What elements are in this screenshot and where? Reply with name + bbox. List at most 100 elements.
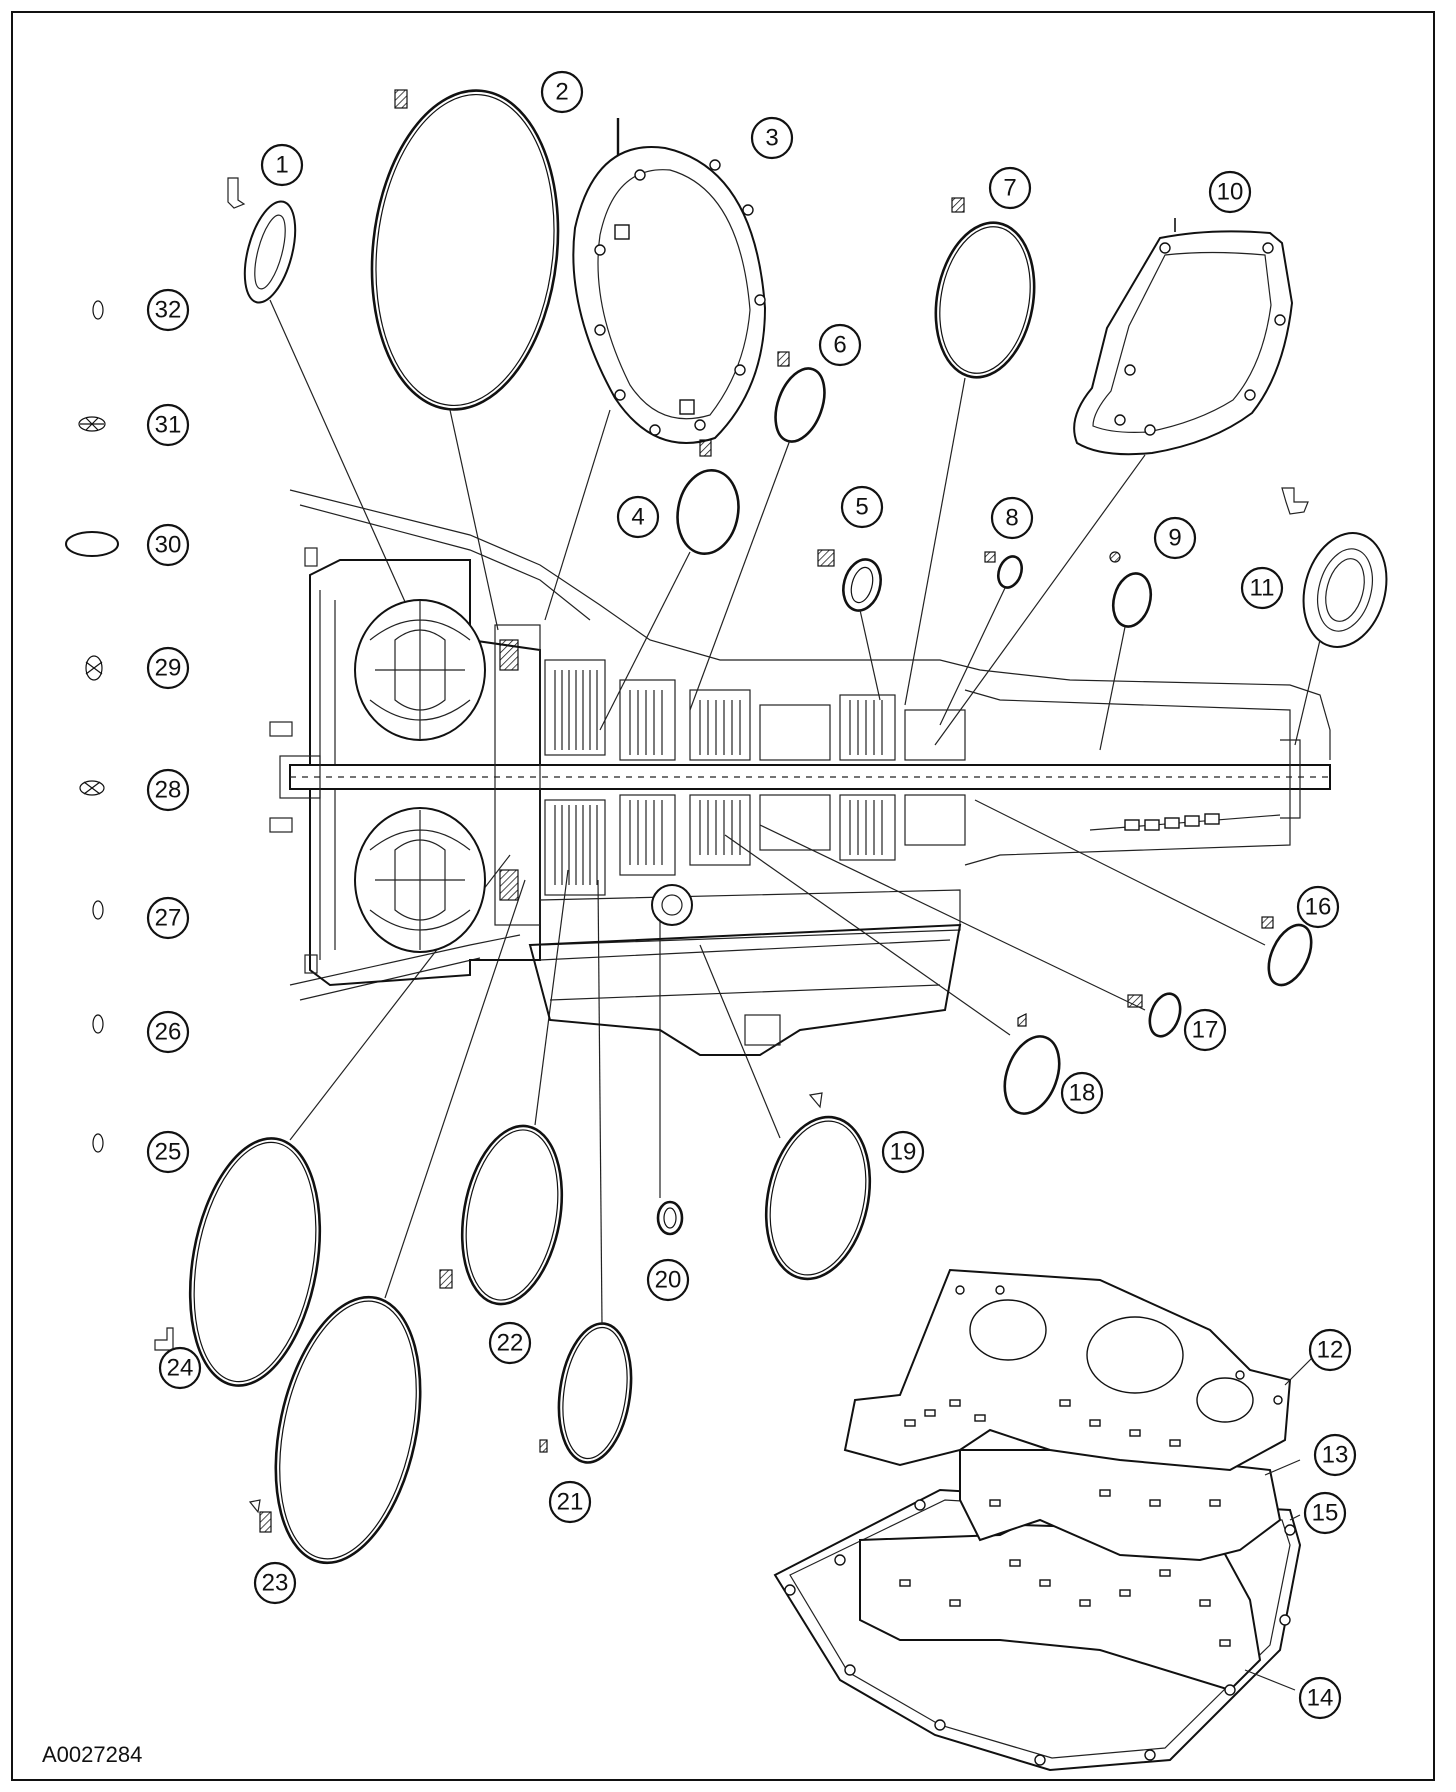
svg-text:2: 2: [555, 79, 568, 106]
callout-5: 5: [840, 485, 884, 529]
callout-20: 20: [646, 1258, 690, 1302]
svg-text:14: 14: [1307, 1685, 1334, 1712]
transmission-cross-section: [269, 489, 1331, 1056]
svg-text:32: 32: [155, 297, 182, 324]
callout-24: 24: [158, 1346, 202, 1390]
svg-text:4: 4: [631, 504, 644, 531]
callout-31: 31: [146, 403, 190, 447]
valve-body-gaskets: [773, 1268, 1316, 1772]
part-extension-housing-gasket: [934, 218, 1294, 746]
callout-11: 11: [1240, 566, 1284, 610]
svg-text:29: 29: [155, 655, 182, 682]
o-ring-symbol-32: [92, 300, 104, 320]
svg-text:17: 17: [1192, 1017, 1219, 1044]
svg-text:11: 11: [1250, 575, 1275, 602]
part-pump-o-ring-large: [370, 89, 560, 631]
part-seal-ring-7: [904, 197, 1036, 706]
svg-text:28: 28: [155, 777, 182, 804]
callout-29: 29: [146, 646, 190, 690]
svg-text:1: 1: [275, 152, 288, 179]
clutch-packs: [544, 659, 966, 896]
seal-symbol-31: [78, 416, 106, 432]
svg-text:9: 9: [1168, 525, 1181, 552]
seal-symbol-28: [79, 780, 105, 796]
callout-28: 28: [146, 768, 190, 812]
callout-21: 21: [548, 1480, 592, 1524]
svg-text:25: 25: [155, 1139, 182, 1166]
part-front-pump-seal: [227, 177, 441, 681]
part-seal-ring-22: [439, 869, 569, 1306]
callout-7: 7: [988, 166, 1032, 210]
callout-9: 9: [1153, 516, 1197, 560]
part-seal-ring-8: [939, 551, 1023, 726]
part-extension-housing-seal: [1281, 487, 1388, 746]
svg-text:31: 31: [155, 412, 182, 439]
part-seal-ring-9: [1099, 551, 1153, 751]
callout-6: 6: [818, 323, 862, 367]
figure-id: A0027284: [42, 1742, 142, 1767]
callout-15: 15: [1303, 1491, 1347, 1535]
svg-text:7: 7: [1003, 175, 1016, 202]
figure-frame: [11, 11, 1435, 1781]
callout-26: 26: [146, 1010, 190, 1054]
seal-symbol-29: [85, 655, 103, 681]
svg-text:3: 3: [765, 125, 778, 152]
callout-19: 19: [881, 1130, 925, 1174]
callout-1: 1: [260, 143, 304, 187]
svg-text:10: 10: [1217, 179, 1244, 206]
callout-30: 30: [146, 523, 190, 567]
part-seal-ring-5: [817, 549, 882, 701]
callout-17: 17: [1183, 1008, 1227, 1052]
part-valve-body-gasket-12: [843, 1268, 1292, 1472]
callout-27: 27: [146, 896, 190, 940]
part-seal-ring-6: [689, 351, 826, 711]
part-pump-gasket: [544, 118, 767, 621]
svg-text:12: 12: [1317, 1337, 1344, 1364]
svg-text:22: 22: [497, 1330, 524, 1357]
svg-text:5: 5: [855, 494, 868, 521]
svg-text:26: 26: [155, 1019, 182, 1046]
callout-10: 10: [1208, 170, 1252, 214]
part-seal-ring-17: [759, 824, 1182, 1038]
callout-12: 12: [1308, 1328, 1352, 1372]
part-seal-20: [656, 910, 684, 1236]
svg-text:8: 8: [1005, 505, 1018, 532]
svg-text:6: 6: [833, 332, 846, 359]
callout-18: 18: [1060, 1071, 1104, 1115]
svg-text:24: 24: [167, 1355, 194, 1382]
o-ring-symbol-30: [65, 531, 119, 557]
svg-text:21: 21: [557, 1489, 584, 1516]
part-seal-ring-4: [599, 439, 740, 731]
callout-4: 4: [616, 495, 660, 539]
svg-text:18: 18: [1069, 1080, 1096, 1107]
svg-text:13: 13: [1322, 1442, 1349, 1469]
callout-25: 25: [146, 1130, 190, 1174]
svg-text:16: 16: [1305, 894, 1332, 921]
callout-16: 16: [1296, 885, 1340, 929]
callout-8: 8: [990, 496, 1034, 540]
legend-symbols: [65, 300, 119, 1153]
callout-2: 2: [540, 70, 584, 114]
callout-23: 23: [253, 1561, 297, 1605]
extension-ribs: [1124, 813, 1220, 831]
callout-22: 22: [488, 1321, 532, 1365]
o-ring-symbol-26: [92, 1014, 104, 1034]
callout-32: 32: [146, 288, 190, 332]
o-ring-symbol-27: [92, 900, 104, 920]
svg-text:19: 19: [890, 1139, 917, 1166]
gasket-holes: [784, 1285, 1296, 1766]
part-seal-ring-18: [724, 834, 1061, 1115]
svg-text:20: 20: [655, 1267, 682, 1294]
callout-3: 3: [750, 116, 794, 160]
svg-text:27: 27: [155, 905, 182, 932]
callout-14: 14: [1298, 1676, 1342, 1720]
callout-13: 13: [1313, 1433, 1357, 1477]
svg-text:30: 30: [155, 532, 182, 559]
part-seal-ring-21: [539, 879, 633, 1464]
o-ring-symbol-25: [92, 1133, 104, 1153]
part-seal-ring-16: [974, 799, 1313, 987]
part-seal-ring-23: [248, 879, 526, 1565]
part-seal-ring-19: [699, 944, 872, 1281]
svg-text:15: 15: [1312, 1500, 1339, 1527]
